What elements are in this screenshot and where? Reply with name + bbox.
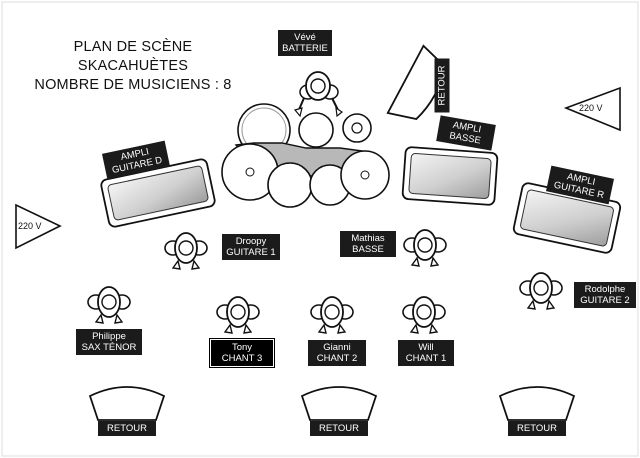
musician-chant2-figure [310, 296, 354, 334]
label-bass: Mathias BASSE [340, 231, 396, 257]
power-outlet-right [563, 86, 621, 132]
musician-guitar2-figure [519, 272, 563, 310]
label-retour-top: RETOUR [434, 58, 450, 113]
musician-bass-figure [403, 229, 447, 267]
amp-bass [401, 146, 499, 206]
label-chant1: Will CHANT 1 [398, 340, 454, 366]
power-left-label: 220 V [18, 221, 42, 231]
label-chant2: Gianni CHANT 2 [308, 340, 366, 366]
label-chant3-name: Tony [231, 342, 253, 353]
retour-left-wedge [88, 386, 166, 421]
label-guitar1: Droopy GUITARE 1 [222, 234, 280, 260]
label-chant2-name: Gianni [323, 342, 351, 353]
stage-plan-title: PLAN DE SCÈNE SKACAHUÈTES NOMBRE DE MUSI… [18, 38, 248, 95]
label-retour-top-text: RETOUR [436, 65, 448, 106]
label-guitar1-role: GUITARE 1 [226, 247, 276, 258]
label-drums-name: Vévé [294, 32, 316, 43]
label-guitar2-role: GUITARE 2 [580, 295, 630, 306]
label-retour-right: RETOUR [508, 421, 566, 436]
label-chant1-name: Will [418, 342, 434, 353]
label-sax-name: Philippe [92, 331, 126, 342]
label-sax-role: SAX TÉNOR [81, 342, 137, 353]
musician-chant1-figure [402, 296, 446, 334]
musician-count: NOMBRE DE MUSICIENS : 8 [34, 77, 232, 93]
label-bass-name: Mathias [351, 233, 385, 244]
label-chant2-role: CHANT 2 [316, 353, 358, 364]
label-chant3-role: CHANT 3 [221, 353, 263, 364]
retour-center-wedge [300, 386, 378, 421]
amp-guitar-d [100, 158, 216, 228]
label-bass-role: BASSE [352, 244, 384, 255]
label-retour-center: RETOUR [310, 421, 368, 436]
power-right-label: 220 V [579, 103, 603, 113]
label-drums-role: BATTERIE [282, 43, 328, 54]
retour-right-wedge [498, 386, 576, 421]
label-chant3: Tony CHANT 3 [209, 338, 275, 368]
label-drums: Vévé BATTERIE [278, 30, 332, 56]
label-guitar1-name: Droopy [235, 236, 267, 247]
label-guitar2: Rodolphe GUITARE 2 [574, 282, 636, 308]
label-chant1-role: CHANT 1 [405, 353, 447, 364]
label-guitar2-name: Rodolphe [584, 284, 626, 295]
drum-kit [221, 71, 390, 208]
label-retour-left: RETOUR [98, 421, 156, 436]
label-sax: Philippe SAX TÉNOR [76, 329, 142, 355]
power-outlet-left [15, 203, 62, 250]
title-line-1: PLAN DE SCÈNE [73, 39, 193, 55]
musician-chant3-figure [216, 296, 260, 334]
musician-sax-figure [87, 286, 131, 324]
band-name: SKACAHUÈTES [77, 58, 189, 74]
musician-guitar1-figure [164, 232, 208, 270]
